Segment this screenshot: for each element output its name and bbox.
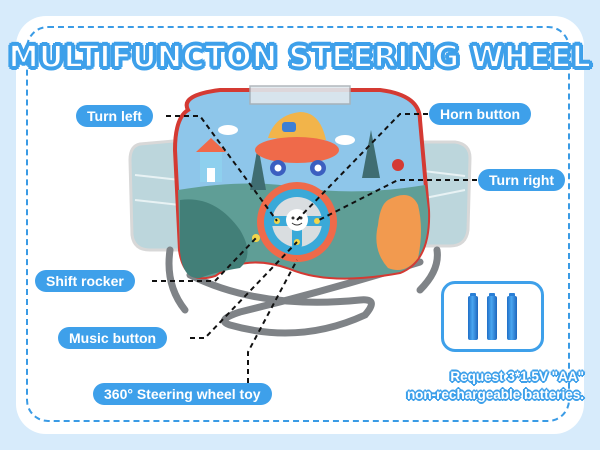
battery-icon [487,293,497,340]
label-music-button: Music button [58,327,168,349]
battery-icon [507,293,517,340]
battery-note-line1: Request 3*1.5V "AA" [450,369,584,384]
battery-icon [468,293,478,340]
label-turn-left: Turn left [76,105,153,127]
battery-note-line2: non-rechargeable batteries. [406,387,584,402]
straps [165,246,441,337]
dashed-frame [26,26,570,422]
leader-lines [152,113,477,383]
left-mesh-pocket [128,138,187,252]
steering-wheel [252,182,337,262]
label-shift-rocker: Shift rocker [35,270,135,292]
label-horn-button: Horn button [429,103,532,125]
page-title: Multifuncton Steering Wheel [8,39,592,76]
battery-box [441,281,544,352]
label-steering-wheel-toy: 360° Steering wheel toy [93,383,272,405]
label-turn-right: Turn right [478,169,566,191]
